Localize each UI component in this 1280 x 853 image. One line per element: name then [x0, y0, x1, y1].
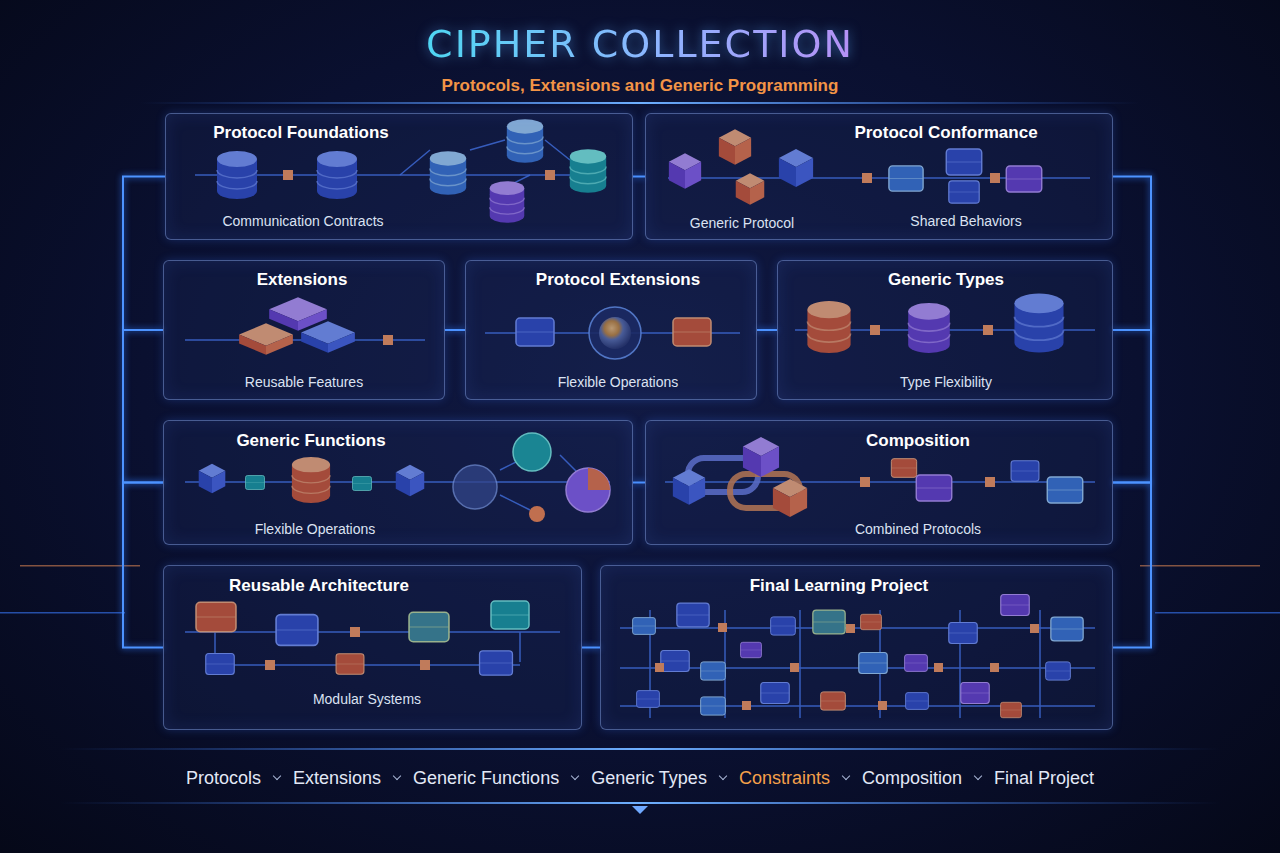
nav-item: Composition — [862, 768, 962, 789]
nav-separator — [842, 772, 850, 780]
panel-title: Protocol Foundations — [213, 123, 389, 143]
diagram-title-wrap: CIPHER COLLECTION — [0, 22, 1280, 66]
nav-item: Generic Types — [591, 768, 707, 789]
glow-connector — [582, 647, 600, 649]
panel-box: CompositionCombined Protocols — [645, 420, 1113, 545]
panel-box: Protocol ExtensionsFlexible Operations — [465, 260, 757, 400]
glow-connector — [633, 176, 645, 178]
panel-title: Extensions — [257, 270, 348, 290]
panel-caption: Modular Systems — [313, 691, 421, 707]
glow-connector — [123, 177, 165, 331]
diagram-title: CIPHER COLLECTION — [426, 22, 854, 66]
deco-shape — [60, 802, 1220, 804]
glow-lines — [0, 102, 1280, 814]
panel-caption: Combined Protocols — [855, 521, 981, 537]
deco-shape — [140, 102, 1140, 104]
nav-separator — [273, 772, 281, 780]
nav-separator — [719, 772, 727, 780]
panel-caption: Generic Protocol — [690, 215, 794, 231]
nav-item: Extensions — [293, 768, 381, 789]
panel-title: Generic Functions — [236, 431, 385, 451]
glow-connector — [1113, 330, 1151, 483]
panel-box: Generic FunctionsFlexible Operations — [163, 420, 633, 545]
panel-title: Protocol Conformance — [854, 123, 1037, 143]
panel-box: ExtensionsReusable Features — [163, 260, 445, 400]
panel-caption: Shared Behaviors — [910, 213, 1021, 229]
glow-connector — [1113, 483, 1151, 648]
deco-shape — [0, 612, 125, 614]
deco-shape — [60, 748, 1220, 750]
nav-bar: Protocols Extensions Generic Functions Gene… — [0, 764, 1280, 792]
nav-item: Generic Functions — [413, 768, 559, 789]
panel-box: Generic TypesType Flexibility — [777, 260, 1113, 400]
subtitle: Protocols, Extensions and Generic Progra… — [0, 76, 1280, 96]
glow-connector — [445, 329, 465, 331]
glow-connector — [1113, 177, 1151, 331]
nav-item: Constraints — [739, 768, 830, 789]
glow-connector — [633, 482, 645, 484]
glow-connector — [123, 483, 163, 648]
nav-item: Protocols — [186, 768, 261, 789]
panel-title: Generic Types — [888, 270, 1004, 290]
nav-separator — [974, 772, 982, 780]
glow-connector — [123, 330, 163, 483]
panel-caption: Flexible Operations — [255, 521, 376, 537]
panel-caption: Type Flexibility — [900, 374, 992, 390]
panel-box: Final Learning Project — [600, 565, 1113, 730]
panel-title: Final Learning Project — [750, 576, 929, 596]
nav-separator — [393, 772, 401, 780]
panel-caption: Reusable Features — [245, 374, 363, 390]
deco-shape — [1155, 612, 1280, 614]
glow-connector — [757, 329, 777, 331]
panel-box: Protocol FoundationsCommunication Contra… — [165, 113, 633, 240]
panel-title: Composition — [866, 431, 970, 451]
panel-caption: Communication Contracts — [222, 213, 383, 229]
panel-box: Reusable ArchitectureModular Systems — [163, 565, 582, 730]
panel-title: Protocol Extensions — [536, 270, 700, 290]
deco-shape — [632, 806, 648, 814]
nav-separator — [571, 772, 579, 780]
deco-shape — [1140, 565, 1260, 567]
panel-box: Protocol ConformanceGeneric Protocol Shar… — [645, 113, 1113, 240]
nav-item: Final Project — [994, 768, 1094, 789]
panel-title: Reusable Architecture — [229, 576, 409, 596]
panel-caption: Flexible Operations — [558, 374, 679, 390]
